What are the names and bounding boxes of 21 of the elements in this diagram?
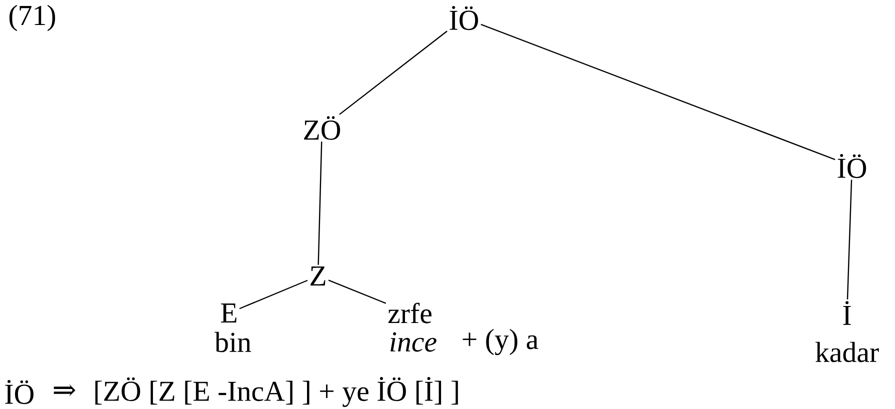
tree-label: İÖ [838, 154, 866, 178]
tree-label: İÖ [450, 6, 478, 30]
tree-branch [239, 280, 308, 310]
text-label: (71) [9, 4, 56, 32]
tree-label: E [221, 304, 236, 322]
text-label: ince [390, 332, 436, 352]
text-label: [ZÖ [Z [E -IncA] ] + ye İÖ [İ] ] [95, 376, 458, 408]
text-label: kadar [815, 342, 879, 362]
tree-label: Z [310, 266, 326, 286]
text-label: + (y) a [462, 328, 538, 356]
tree-branch [480, 24, 836, 160]
tree-label: zrfe [388, 302, 432, 324]
tree-branch [846, 180, 852, 300]
tree-label: İ [843, 301, 851, 325]
tree-branch [328, 280, 386, 304]
text-label: bin [214, 332, 252, 352]
tree-label: ZÖ [304, 116, 340, 140]
tree-branch [339, 30, 448, 115]
tree-branch [318, 142, 322, 265]
text-label: İÖ [5, 380, 34, 404]
text-label: ⇒ [54, 384, 76, 396]
